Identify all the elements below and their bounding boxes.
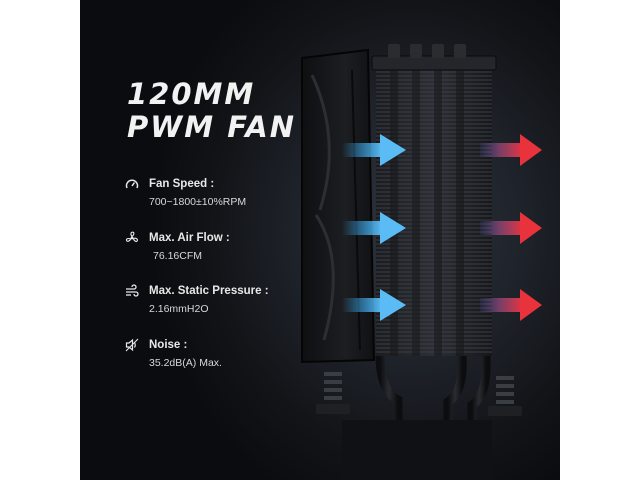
cpu-cooler-illustration (301, 44, 542, 480)
headline-line-2: PWM FAN (127, 110, 296, 144)
heatpipe-segment (412, 70, 420, 356)
airflow-arrows-hot (480, 134, 542, 321)
heatpipe-segment (390, 70, 398, 356)
mounting-screw-right (488, 376, 522, 416)
wind-icon (126, 284, 139, 297)
spec-static-pressure: Max. Static Pressure : 2.16mmH2O (125, 283, 325, 315)
spec-label: Noise : (149, 339, 188, 351)
heatpipe-segment (456, 70, 464, 356)
heatpipe-segment (434, 70, 442, 356)
spec-value: 700~1800±10%RPM (149, 196, 247, 208)
speaker-icon (125, 338, 139, 352)
mounting-screw-left (316, 372, 350, 414)
arrow-hot-middle (480, 212, 542, 244)
arrow-cool-top (342, 134, 406, 166)
arrow-cool-middle (342, 212, 406, 244)
fan-icon (125, 231, 138, 243)
spec-fan-speed: Fan Speed : 700~1800±10%RPM (125, 176, 325, 208)
fan-frame (301, 48, 376, 364)
spec-label: Max. Air Flow : (149, 232, 230, 244)
spec-label: Fan Speed : (149, 178, 215, 190)
arrow-hot-top (480, 134, 542, 166)
spec-value: 76.16CFM (153, 250, 203, 262)
headline-line-1: 120MM (127, 77, 256, 111)
product-banner: 120MM PWM FAN Fan Speed : 700~1800±10%RP… (80, 0, 560, 480)
spec-noise: Noise : 35.2dB(A) Max. (125, 337, 325, 369)
headline: 120MM PWM FAN (127, 78, 327, 144)
cooler-base (342, 420, 492, 480)
arrow-cool-bottom (342, 289, 406, 321)
spec-value: 35.2dB(A) Max. (149, 357, 222, 369)
arrow-hot-bottom (480, 289, 542, 321)
spec-air-flow: Max. Air Flow : 76.16CFM (125, 230, 325, 262)
airflow-arrows-cool (342, 134, 406, 321)
speedometer-icon (125, 179, 139, 189)
spec-value: 2.16mmH2O (149, 303, 209, 315)
spec-label: Max. Static Pressure : (149, 285, 269, 297)
